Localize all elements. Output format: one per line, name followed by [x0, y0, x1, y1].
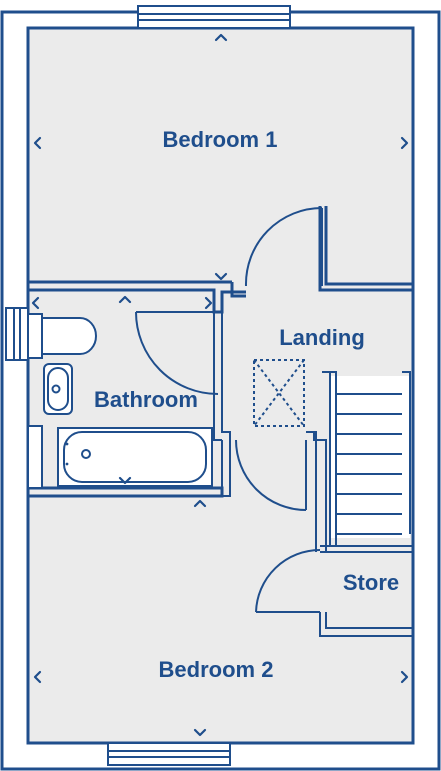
- room-label-store: Store: [343, 570, 399, 595]
- door-bedroom2: [235, 439, 307, 511]
- door-bathroom: [135, 311, 219, 395]
- room-label-bedroom-1: Bedroom 1: [163, 127, 278, 152]
- wash-basin: [43, 363, 73, 415]
- toilet: [27, 313, 97, 359]
- room-label-bathroom: Bathroom: [94, 387, 198, 412]
- window-bathroom: [5, 307, 29, 361]
- door-bedroom1: [244, 207, 323, 287]
- door-store: [255, 549, 321, 613]
- room-label-landing: Landing: [279, 325, 365, 350]
- interior-walls: [26, 206, 413, 637]
- window-top: [137, 5, 291, 29]
- room-label-bedroom-2: Bedroom 2: [159, 657, 274, 682]
- dimension-markers: [31, 33, 409, 737]
- staircase: [322, 371, 411, 546]
- window-bottom: [107, 742, 231, 766]
- bathtub: [57, 427, 213, 487]
- loft-hatch: [253, 359, 305, 427]
